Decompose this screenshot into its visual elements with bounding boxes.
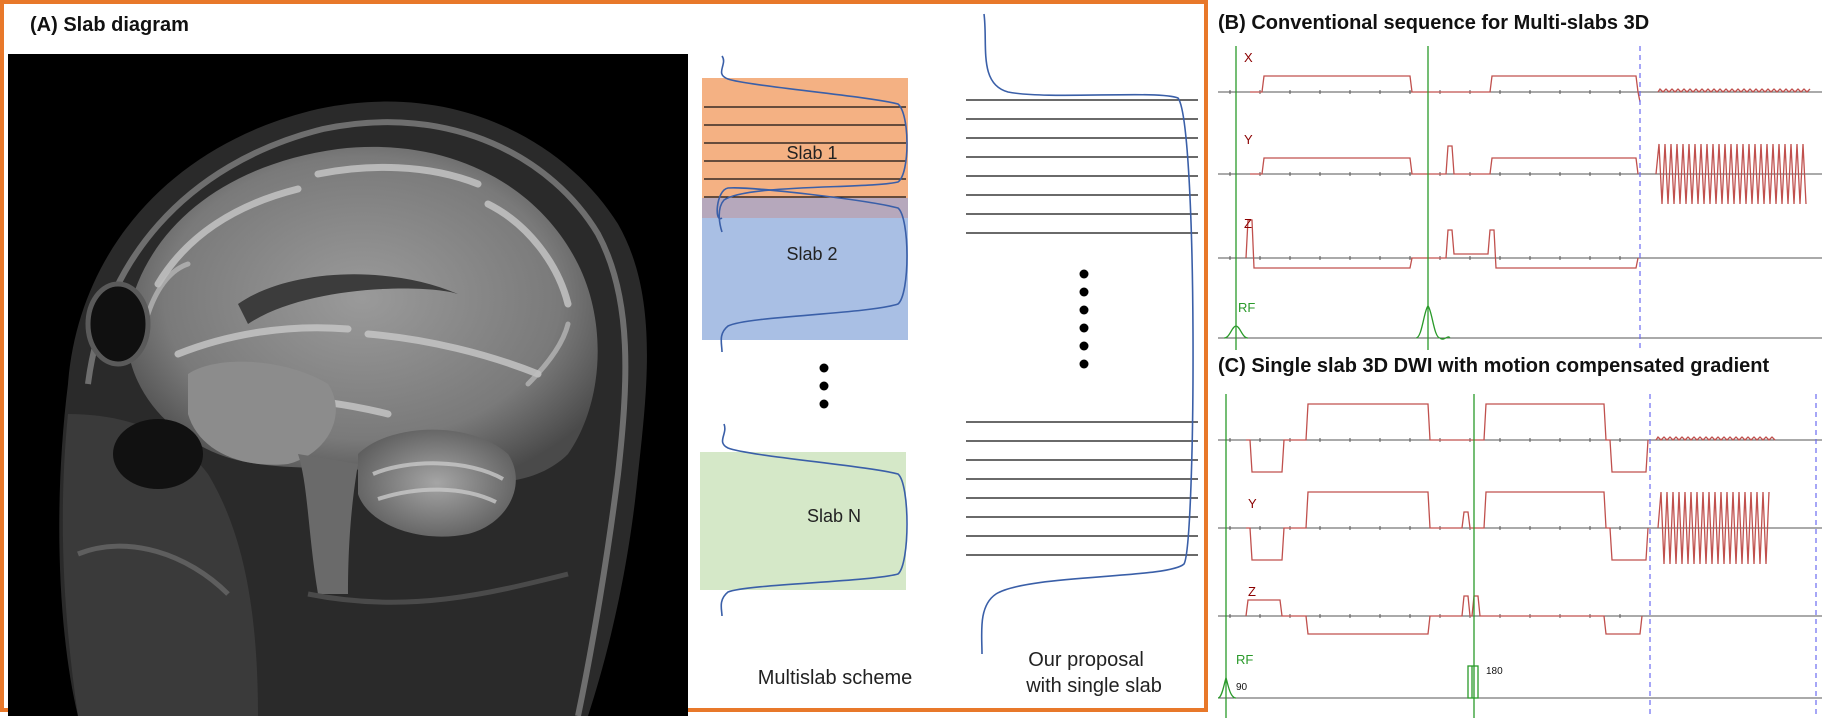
- y-gradient-waveform: [1246, 491, 1770, 565]
- multislab-caption: Multislab scheme: [758, 667, 913, 689]
- slab-diagram-panel: (A) Slab diagram: [0, 0, 1208, 716]
- single-slab-top-partitions: [966, 99, 1198, 234]
- x-gradient-waveform: [1250, 75, 1811, 103]
- x-gradient-waveform: [1246, 403, 1776, 473]
- mri-sagittal-image: [8, 54, 688, 716]
- slab-schematic: Slab 1 Slab 2 Slab N: [700, 13, 1198, 697]
- z-gradient-waveform: [1245, 219, 1639, 269]
- single-slab-bottom-partitions: [966, 421, 1198, 556]
- y-axis-label: Y: [1248, 496, 1257, 511]
- single-slab-ellipsis-dots: [1079, 269, 1089, 369]
- y-axis-label: Y: [1244, 132, 1253, 147]
- slab-ellipsis-dots: [819, 363, 829, 409]
- single-slab-dwi-sequence-diagram: Y Z RF 90 180: [1217, 394, 1822, 718]
- slab-2-box: [702, 218, 908, 340]
- panel-b-title: (B) Conventional sequence for Multi-slab…: [1218, 12, 1650, 34]
- pulse-180-label: 180: [1486, 666, 1503, 677]
- single-slab-profile: [980, 13, 1194, 655]
- baseline-ticks: [1229, 90, 1621, 260]
- slab-1-box: [702, 78, 908, 184]
- z-axis-label: Z: [1244, 216, 1252, 231]
- rf-axis-label: RF: [1238, 300, 1255, 315]
- rf-waveform: [1217, 394, 1479, 718]
- x-axis-label: X: [1244, 50, 1253, 65]
- proposal-caption-line2: with single slab: [1025, 675, 1162, 697]
- slab-2-profile: [716, 187, 908, 353]
- rf-axis-label: RF: [1236, 652, 1253, 667]
- slab-1-profile: [718, 55, 908, 233]
- slab-n-box: [700, 452, 906, 590]
- slab-overlap: [702, 198, 908, 218]
- z-gradient-waveform: [1245, 595, 1643, 635]
- rf-waveform: [1223, 46, 1451, 350]
- panel-a-title: (A) Slab diagram: [30, 14, 189, 36]
- slab-n-label: Slab N: [807, 506, 861, 526]
- panel-c-title: (C) Single slab 3D DWI with motion compe…: [1218, 355, 1770, 377]
- slab-1-label: Slab 1: [786, 143, 837, 163]
- conventional-sequence-diagram: X Y Z RF: [1218, 46, 1822, 350]
- slab-n-profile: [720, 423, 908, 617]
- pulse-90-label: 90: [1236, 682, 1248, 693]
- slab-2-label: Slab 2: [786, 244, 837, 264]
- proposal-caption-line1: Our proposal: [1028, 649, 1144, 671]
- y-gradient-waveform: [1250, 143, 1807, 205]
- z-axis-label: Z: [1248, 584, 1256, 599]
- cerebellum-shape: [358, 429, 516, 537]
